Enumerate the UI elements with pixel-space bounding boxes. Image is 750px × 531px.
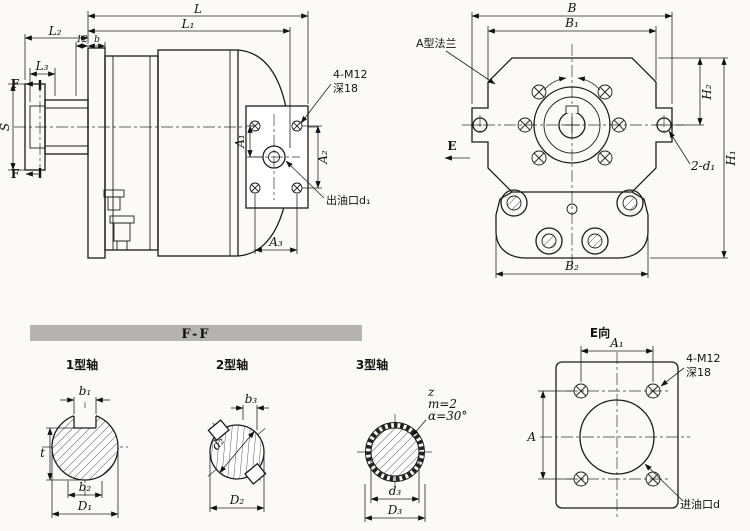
front-view: B B₁ H₂ H₁ B₂ 2-d₁ bbox=[416, 1, 738, 278]
dim-L2: L₂ bbox=[24, 24, 89, 80]
dim-b3: b₃ bbox=[231, 392, 269, 430]
dim-A1: A₁ bbox=[233, 125, 263, 158]
dim-S-label: S bbox=[0, 123, 12, 131]
shaft2-title: 2型轴 bbox=[216, 357, 248, 372]
bolt-note-eview-line2: 深18 bbox=[686, 366, 711, 379]
dim-B2: B₂ bbox=[495, 236, 649, 278]
dim-b: b bbox=[87, 35, 106, 54]
dim-D3: D₃ bbox=[364, 484, 426, 522]
inlet-note: 进油口d bbox=[644, 463, 720, 511]
bolt-note-line2: 深18 bbox=[333, 82, 358, 95]
shaft3-title: 3型轴 bbox=[356, 357, 388, 372]
dim-L-label: L bbox=[193, 2, 202, 16]
dim-L: L bbox=[87, 2, 309, 104]
side-view: L L₁ L₂ 12 b L₃ bbox=[0, 2, 370, 259]
dim-t: t bbox=[40, 427, 85, 481]
dim-B2-label: B₂ bbox=[564, 259, 579, 273]
dim-b1: b₁ bbox=[60, 384, 110, 414]
dim-b3-label: b₃ bbox=[245, 392, 258, 406]
dim-b2: b₂ bbox=[67, 480, 103, 498]
body-socket-screws bbox=[500, 189, 644, 255]
section-mark-F-bottom: F bbox=[11, 167, 20, 181]
dim-12: 12 bbox=[75, 35, 89, 96]
dim-A1-eview: A₁ bbox=[580, 336, 654, 382]
spline-note-z: z bbox=[427, 385, 435, 399]
section-mark-F-top: F bbox=[11, 77, 20, 91]
bolt-note-side: 4-M12 深18 bbox=[300, 68, 367, 124]
section-header: F-F bbox=[30, 325, 362, 342]
dim-b-label: b bbox=[94, 35, 100, 45]
dim-D2-label: D₂ bbox=[229, 493, 245, 507]
flange-bolts bbox=[517, 84, 627, 166]
dim-S: S bbox=[0, 83, 25, 171]
dim-A-label: A bbox=[526, 430, 536, 444]
dim-L1: L₁ bbox=[87, 17, 291, 148]
shaft-type-2: 2型轴 b₃ d₂ D₂ bbox=[207, 357, 269, 512]
dim-b1-label: b₁ bbox=[79, 384, 92, 398]
flange-type-label: A型法兰 bbox=[416, 36, 457, 50]
dim-H2: H₂ bbox=[658, 57, 728, 126]
dim-L2-label: L₂ bbox=[48, 24, 62, 38]
bolt-note-line1: 4-M12 bbox=[333, 68, 367, 81]
e-view-title: E向 bbox=[590, 325, 610, 340]
dim-D1-label: D₁ bbox=[77, 499, 92, 513]
dim-A: A bbox=[526, 390, 573, 480]
dim-A1-label: A₁ bbox=[233, 134, 247, 148]
spline-note-m: m=2 bbox=[428, 397, 457, 411]
shaft-type-1: 1型轴 b₁ t b₂ D₁ bbox=[40, 357, 128, 518]
dim-A3: A₃ bbox=[254, 194, 298, 254]
flange-type-note: A型法兰 bbox=[416, 36, 496, 85]
shaft3-spline-teeth bbox=[365, 422, 425, 482]
dim-H1: H₁ bbox=[650, 57, 738, 259]
dim-L3: L₃ bbox=[29, 59, 56, 102]
inlet-port-circle bbox=[579, 399, 655, 475]
flange-ear-holes bbox=[470, 115, 674, 135]
mounting-flange bbox=[87, 47, 106, 259]
dim-A1-eview-label: A₁ bbox=[609, 336, 623, 350]
shaft3-spline-core bbox=[370, 427, 420, 477]
shaft1-title: 1型轴 bbox=[66, 357, 98, 372]
view-mark-E-label: E bbox=[447, 139, 456, 153]
dim-D2: D₂ bbox=[209, 454, 265, 512]
housing-main-section bbox=[157, 49, 239, 257]
dim-D1: D₁ bbox=[51, 449, 119, 518]
shaft-boss bbox=[533, 86, 611, 164]
dim-b2-label: b₂ bbox=[79, 480, 92, 494]
section-header-label: F-F bbox=[181, 327, 210, 342]
section-cut-F: F F bbox=[11, 77, 42, 181]
e-view: E向 A₁ A 4-M12 深18 bbox=[526, 325, 720, 518]
bolt-note-eview: 4-M12 深18 bbox=[660, 352, 720, 387]
dim-L1-label: L₁ bbox=[181, 17, 195, 31]
shaft3-spline-tip-circle bbox=[365, 422, 425, 482]
spline-note-a: α=30° bbox=[428, 409, 467, 423]
dim-B1-label: B₁ bbox=[564, 16, 579, 30]
dim-t-label: t bbox=[40, 446, 45, 460]
dim-12-label: 12 bbox=[76, 35, 88, 45]
dim-d3-label: d₃ bbox=[389, 484, 402, 498]
dim-A2: A₂ bbox=[302, 125, 330, 189]
section-header-bar bbox=[30, 325, 362, 341]
inlet-label: 进油口d bbox=[680, 497, 720, 511]
lower-body-outline bbox=[495, 191, 649, 259]
bolt-note-eview-line1: 4-M12 bbox=[686, 352, 720, 365]
shaft-type-3: 3型轴 z m=2 α=30° d₃ D₃ bbox=[356, 357, 467, 522]
outlet-note: 出油口d₁ bbox=[285, 160, 370, 207]
dim-L3-label: L₃ bbox=[35, 59, 49, 73]
drain-plugs bbox=[103, 189, 135, 251]
dim-A2-label: A₂ bbox=[316, 150, 330, 165]
center-pin bbox=[566, 203, 578, 215]
dim-D3-label: D₃ bbox=[387, 503, 403, 517]
dim-B-label: B bbox=[567, 1, 577, 15]
holes-note: 2-d₁ bbox=[668, 130, 715, 173]
dim-B1: B₁ bbox=[487, 16, 657, 80]
dim-H2-label: H₂ bbox=[700, 84, 714, 100]
dim-d3: d₃ bbox=[370, 456, 420, 503]
outlet-label: 出油口d₁ bbox=[326, 193, 370, 207]
spline-note: z m=2 α=30° bbox=[411, 385, 467, 437]
dim-A3-label: A₃ bbox=[268, 235, 283, 249]
holes-label: 2-d₁ bbox=[690, 159, 715, 173]
dim-H1-label: H₁ bbox=[724, 150, 738, 166]
view-mark-E: E bbox=[444, 139, 470, 161]
